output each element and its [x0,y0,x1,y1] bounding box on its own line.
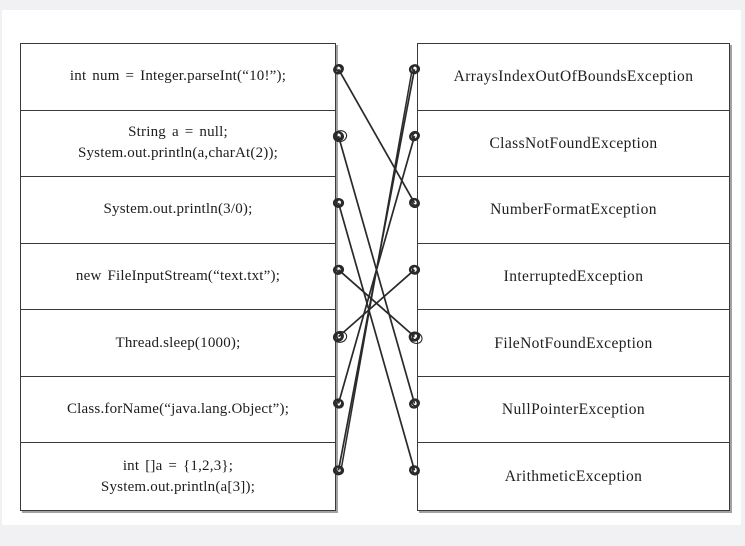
code-snippet: int num = Integer.parseInt(“10!”); [21,66,335,87]
table-row: new FileInputStream(“text.txt”); [21,244,335,311]
table-row: ArithmeticException [418,443,729,510]
table-row: FileNotFoundException [418,310,729,377]
code-snippet: System.out.println(3/0); [21,199,335,220]
exception-label: FileNotFoundException [494,334,653,352]
right-exception-table: ArraysIndexOutOfBoundsException ClassNot… [417,43,730,511]
code-line: int num = Integer.parseInt(“10!”); [69,68,287,85]
code-line: int []a = {1,2,3}; [122,457,234,474]
exception-label: InterruptedException [503,267,644,285]
exception-label: ClassNotFoundException [489,134,658,152]
code-snippet: String a = null; System.out.println(a,cha… [21,122,335,164]
table-row: String a = null; System.out.println(a,cha… [21,111,335,178]
exception-label: ArraysIndexOutOfBoundsException [453,68,694,86]
code-snippet: Class.forName(“java.lang.Object”); [21,399,335,420]
code-line: System.out.println(a[3]); [100,478,256,495]
code-line: System.out.println(3/0); [103,201,253,218]
code-line: Class.forName(“java.lang.Object”); [66,401,290,418]
exception-label: NullPointerException [501,401,646,419]
code-snippet: Thread.sleep(1000); [21,333,335,354]
table-row: ArraysIndexOutOfBoundsException [418,44,729,111]
table-row: int num = Integer.parseInt(“10!”); [21,44,335,111]
left-code-table: int num = Integer.parseInt(“10!”); Strin… [20,43,336,511]
table-row: System.out.println(3/0); [21,177,335,244]
code-snippet: int []a = {1,2,3}; System.out.println(a[3… [21,456,335,498]
code-line: String a = null; [128,124,228,141]
code-line: new FileInputStream(“text.txt”); [75,267,281,284]
table-row: NumberFormatException [418,177,729,244]
code-snippet: new FileInputStream(“text.txt”); [21,266,335,287]
table-row: NullPointerException [418,377,729,444]
table-row: InterruptedException [418,244,729,311]
table-row: Thread.sleep(1000); [21,310,335,377]
code-line: Thread.sleep(1000); [115,334,241,351]
exception-label: ArithmeticException [504,468,643,486]
table-row: ClassNotFoundException [418,111,729,178]
code-line: System.out.println(a,charAt(2)); [77,145,279,162]
content-area: int num = Integer.parseInt(“10!”); Strin… [2,10,741,525]
exception-label: NumberFormatException [490,201,657,219]
table-row: Class.forName(“java.lang.Object”); [21,377,335,444]
table-row: int []a = {1,2,3}; System.out.println(a[3… [21,443,335,510]
